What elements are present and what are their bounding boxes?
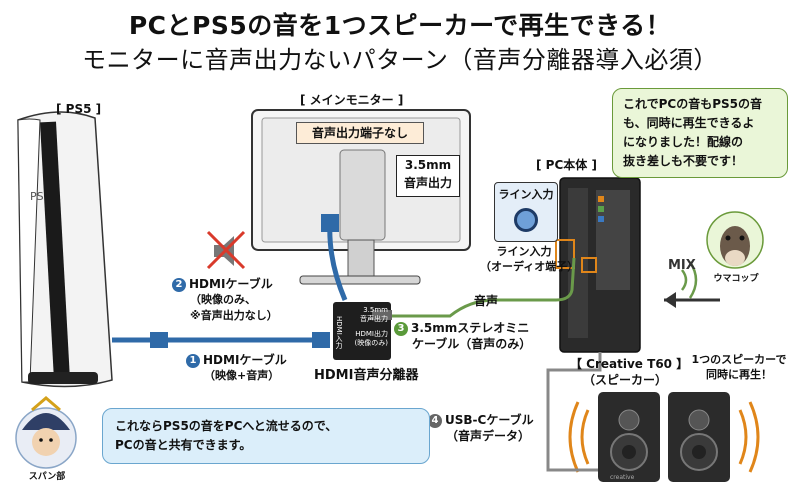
horse-speech-bubble: これでPCの音もPS5の音 も、同時に再生できるよ になりました！配線の 抜き差…: [612, 88, 788, 178]
speaker-label: 【 Creative T60 】 （スピーカー）: [570, 357, 689, 387]
monitor-no-audio-badge: 音声出力端子なし: [296, 122, 424, 144]
cable-3-above-label: 音声: [474, 294, 499, 308]
samurai-avatar: [15, 396, 77, 469]
cable-4-usb-c: [546, 352, 602, 472]
monitor-illustration: [251, 109, 471, 285]
line-in-jack-icon: [514, 208, 538, 232]
samurai-speech-bubble: これならPS5の音をPCへと流せるので、 PCの音と共有できます。: [102, 408, 430, 464]
line-in-description: ライン入力 （オーディオ端子）: [480, 245, 579, 273]
monitor-3-5-output-label: 3.5mm 音声出力: [396, 155, 460, 197]
splitter-port-labels: 3.5mm 音声出力 HDMI出力 (映像のみ): [354, 306, 388, 347]
samurai-name: スパン部: [28, 472, 66, 482]
ps5-console-illustration: PS: [17, 111, 113, 388]
horse-avatar: [706, 211, 764, 269]
svg-text:PS: PS: [30, 190, 44, 203]
splitter-caption: HDMI音声分離器: [314, 368, 419, 383]
title-line-2: モニターに音声出力ないパターン（音声分離器導入必須）: [82, 46, 718, 74]
mix-label: MIX: [668, 258, 696, 273]
pc-tower-illustration: [555, 177, 641, 353]
muted-speaker-icon: [206, 230, 246, 270]
line-in-callout-label: ライン入力: [498, 188, 554, 201]
pc-label: [ PC本体 ]: [536, 158, 597, 172]
cable-3-audio: [392, 257, 576, 318]
monitor-label: [ メインモニター ]: [300, 93, 404, 107]
speaker-brand: creative: [610, 474, 635, 481]
splitter-input-label: HDMI入力: [335, 316, 343, 349]
speaker-note: 1つのスピーカーで 同時に再生！: [691, 353, 787, 381]
title-line-1: PCとPS5の音を1つスピーカーで再生できる！: [128, 11, 672, 40]
hdmi-splitter-illustration: [333, 302, 392, 360]
horse-name: ウマコップ: [713, 274, 759, 284]
ps5-label: [ PS5 ]: [56, 102, 102, 116]
line-in-callout: ライン入力: [494, 182, 558, 242]
speaker-illustration: [568, 392, 760, 482]
